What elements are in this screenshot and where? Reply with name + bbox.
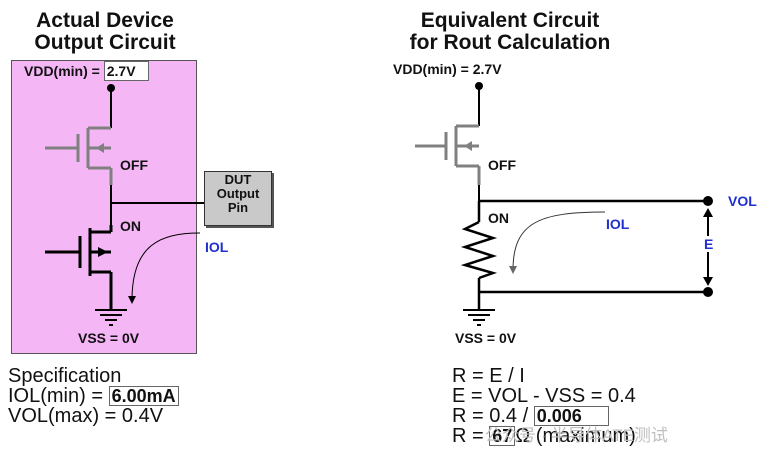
right-iol-arrow (509, 211, 606, 274)
left-vdd-text: VDD(min) = (24, 63, 100, 79)
left-title-line2: Output Circuit (34, 31, 176, 54)
right-vdd-label: VDD(min) = 2.7V (393, 61, 502, 77)
dut-output-pin-box: DUT Output Pin (204, 171, 272, 226)
left-iol-arrow (128, 232, 201, 304)
left-vss-label: VSS = 0V (78, 330, 140, 346)
eq4-suffix: Ω (maximum) (515, 425, 636, 447)
eq-line1: R = E / I (452, 365, 525, 387)
spec-iol-value: 6.00mA (108, 386, 179, 406)
left-ground-symbol (95, 309, 127, 326)
right-title-line1: Equivalent Circuit (420, 9, 600, 32)
spec-block: Specification IOL(min) = 6.00mA VOL(max)… (8, 366, 179, 426)
eq4-prefix: R = (452, 425, 484, 447)
left-iol-label: IOL (205, 239, 229, 255)
left-nmos-transistor (45, 225, 113, 310)
equations-block: R = E / I E = VOL - VSS = 0.4 R = 0.4 / … (452, 366, 636, 446)
left-vdd-label: VDD(min) = 2.7V (24, 61, 149, 81)
right-resistor (460, 220, 498, 280)
eq3-prefix: R = 0.4 / (452, 405, 529, 427)
dut-line2: Output (216, 186, 260, 201)
right-vss-node (703, 287, 713, 297)
left-title-line1: Actual Device (36, 9, 174, 32)
left-on-label: ON (120, 218, 141, 234)
right-vol-node (703, 196, 713, 206)
right-circuit (415, 82, 713, 326)
dut-line3: Pin (227, 200, 249, 215)
spec-title: Specification (8, 365, 122, 387)
left-title: Actual Device Output Circuit (0, 10, 210, 54)
right-vol-label: VOL (728, 193, 757, 209)
right-off-label: OFF (488, 157, 516, 173)
left-circuit (45, 84, 205, 326)
right-ground-symbol (463, 309, 495, 326)
eq4-value: 67 (489, 426, 516, 446)
spec-vol-line: VOL(max) = 0.4V (8, 405, 164, 427)
left-off-label: OFF (120, 157, 148, 173)
spec-iol-line: IOL(min) = 6.00mA (8, 386, 179, 406)
right-vss-label: VSS = 0V (455, 330, 517, 346)
eq3-value: 0.006 (533, 406, 609, 426)
right-on-label: ON (488, 210, 509, 226)
right-pmos-transistor (415, 124, 481, 185)
right-title: Equivalent Circuit for Rout Calculation (380, 10, 640, 54)
right-title-line2: for Rout Calculation (409, 31, 611, 54)
right-vdd-text: VDD(min) = (393, 61, 469, 77)
eq-line3: R = 0.4 / 0.006 (452, 406, 636, 426)
spec-iol-label: IOL(min) = (8, 385, 104, 407)
left-pmos-transistor (45, 126, 113, 185)
dut-line1: DUT (224, 172, 252, 187)
eq-line2: E = VOL - VSS = 0.4 (452, 385, 636, 407)
right-iol-label: IOL (606, 216, 630, 232)
right-vdd-value: 2.7V (472, 61, 502, 77)
device-box (11, 60, 197, 354)
left-vdd-value: 2.7V (103, 61, 149, 81)
right-e-label: E (703, 236, 715, 252)
watermark: 公众号 · 半导体ATE测试 (485, 426, 668, 445)
